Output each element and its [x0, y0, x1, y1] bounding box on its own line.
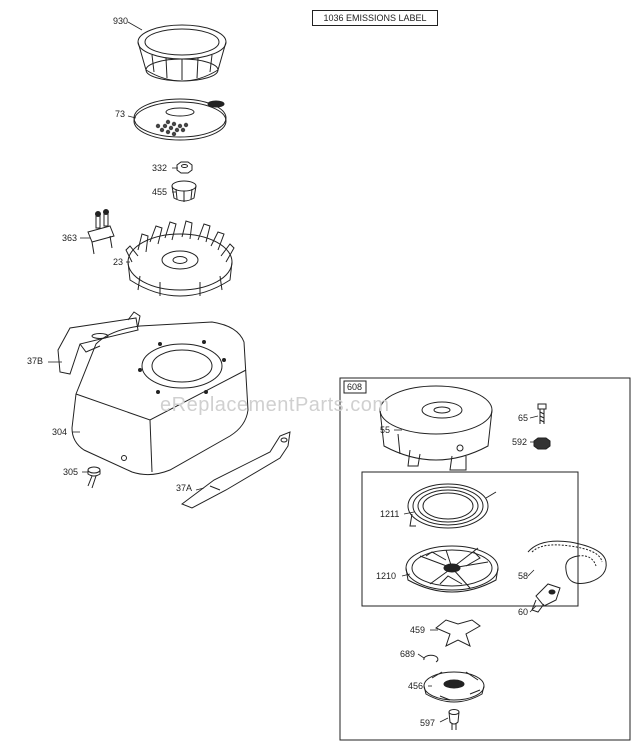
callout-23[interactable]: 23: [113, 257, 124, 267]
part-456-retainer[interactable]: [423, 671, 485, 703]
part-592-nut[interactable]: [533, 437, 551, 450]
part-37b-baffle[interactable]: [57, 311, 141, 375]
part-60-starter-handle[interactable]: [531, 583, 561, 613]
kit-sub-box: [361, 471, 579, 607]
callout-597[interactable]: 597: [420, 718, 436, 728]
callout-459[interactable]: 459: [410, 625, 426, 635]
part-459-pawl[interactable]: [435, 619, 481, 647]
part-1211-rewind-spring[interactable]: [407, 483, 497, 529]
part-23-flywheel[interactable]: [125, 220, 235, 297]
part-1210-pulley[interactable]: [405, 545, 499, 593]
part-55-rewind-housing[interactable]: [379, 385, 493, 471]
part-689-spring-clip[interactable]: [423, 654, 439, 663]
kit-608-box: [339, 377, 631, 741]
callout-1211[interactable]: 1211: [380, 509, 400, 519]
part-332-nut[interactable]: [176, 161, 193, 174]
callout-1210[interactable]: 1210: [376, 571, 397, 581]
leader-lines: [48, 21, 539, 723]
callout-363[interactable]: 363: [62, 233, 78, 243]
callout-332[interactable]: 332: [152, 163, 168, 173]
kit-label[interactable]: 608: [347, 382, 363, 392]
part-73-rotating-screen[interactable]: [133, 98, 227, 141]
callout-456[interactable]: 456: [408, 681, 424, 691]
callout-304[interactable]: 304: [52, 427, 68, 437]
callout-592[interactable]: 592: [512, 437, 528, 447]
part-65-screw[interactable]: [537, 403, 547, 424]
watermark: eReplacementParts.com: [160, 394, 390, 416]
part-37a-baffle[interactable]: [180, 431, 291, 509]
callout-305[interactable]: 305: [63, 467, 79, 477]
callout-37b[interactable]: 37B: [27, 356, 44, 366]
part-930-screen-ring[interactable]: [137, 24, 227, 82]
part-58-starter-rope[interactable]: [527, 540, 607, 584]
part-363-bracket[interactable]: [87, 209, 115, 255]
part-304-blower-housing[interactable]: [71, 321, 249, 476]
part-597-screw[interactable]: [448, 709, 460, 731]
callout-73[interactable]: 73: [115, 109, 126, 119]
callout-58[interactable]: 58: [518, 571, 529, 581]
callout-65[interactable]: 65: [518, 413, 529, 423]
part-305-screw[interactable]: [87, 466, 101, 489]
callout-455[interactable]: 455: [152, 187, 168, 197]
callout-930[interactable]: 930: [113, 16, 129, 26]
part-455-starter-cup[interactable]: [171, 180, 197, 202]
callout-689[interactable]: 689: [400, 649, 416, 659]
callout-55[interactable]: 55: [380, 425, 391, 435]
callout-37a[interactable]: 37A: [176, 483, 193, 493]
kit-608-label-box: [343, 380, 367, 394]
callout-60[interactable]: 60: [518, 607, 529, 617]
emissions-label-box[interactable]: 1036 EMISSIONS LABEL: [312, 10, 438, 26]
